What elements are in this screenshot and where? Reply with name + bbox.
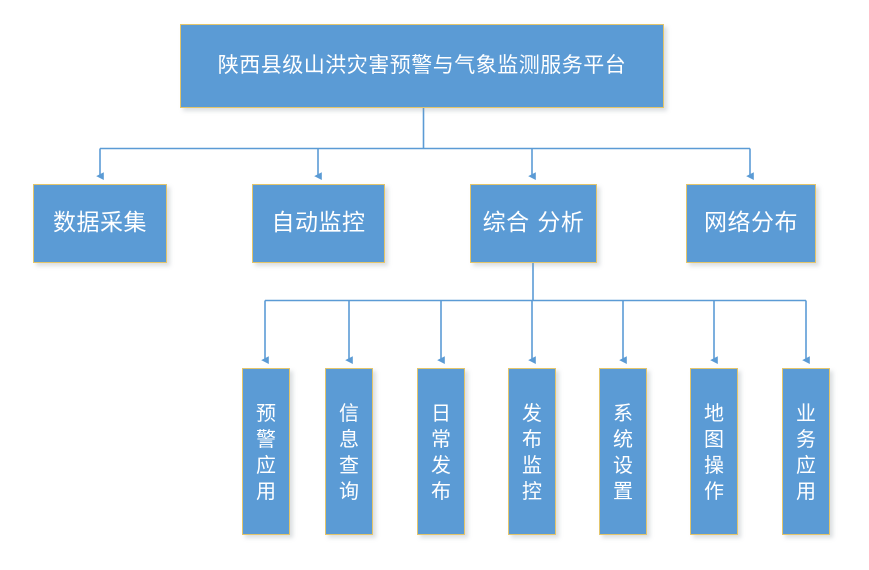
node-level3-label: 业 务 应 用 [796, 400, 816, 503]
node-level3-daily-release[interactable]: 日 常 发 布 [417, 368, 465, 535]
node-level2-data-collection[interactable]: 数据采集 [33, 184, 167, 263]
node-root-platform[interactable]: 陕西县级山洪灾害预警与气象监测服务平台 [180, 24, 664, 108]
node-level3-warning-application[interactable]: 预 警 应 用 [242, 368, 290, 535]
node-level2-label: 数据采集 [53, 209, 147, 236]
node-level3-release-monitoring[interactable]: 发 布 监 控 [508, 368, 556, 535]
node-level2-comprehensive-analysis[interactable]: 综合 分析 [470, 184, 597, 263]
node-level3-system-settings[interactable]: 系 统 设 置 [599, 368, 647, 535]
node-level3-business-application[interactable]: 业 务 应 用 [782, 368, 830, 535]
node-level2-label: 自动监控 [271, 209, 366, 236]
node-level3-label: 发 布 监 控 [522, 400, 542, 503]
node-level2-label: 网络分布 [704, 209, 798, 236]
node-root-label: 陕西县级山洪灾害预警与气象监测服务平台 [217, 53, 627, 78]
node-level2-label: 综合 分析 [482, 209, 585, 236]
node-level3-label: 信 息 查 询 [339, 400, 359, 503]
node-level3-map-operations[interactable]: 地 图 操 作 [690, 368, 738, 535]
node-level2-auto-monitoring[interactable]: 自动监控 [252, 184, 385, 263]
node-level3-label: 日 常 发 布 [431, 400, 451, 503]
node-level3-label: 预 警 应 用 [256, 400, 276, 503]
node-level3-label: 地 图 操 作 [704, 400, 724, 503]
node-level3-label: 系 统 设 置 [613, 400, 633, 503]
node-level2-network-distribution[interactable]: 网络分布 [686, 184, 816, 263]
node-level3-information-query[interactable]: 信 息 查 询 [325, 368, 373, 535]
